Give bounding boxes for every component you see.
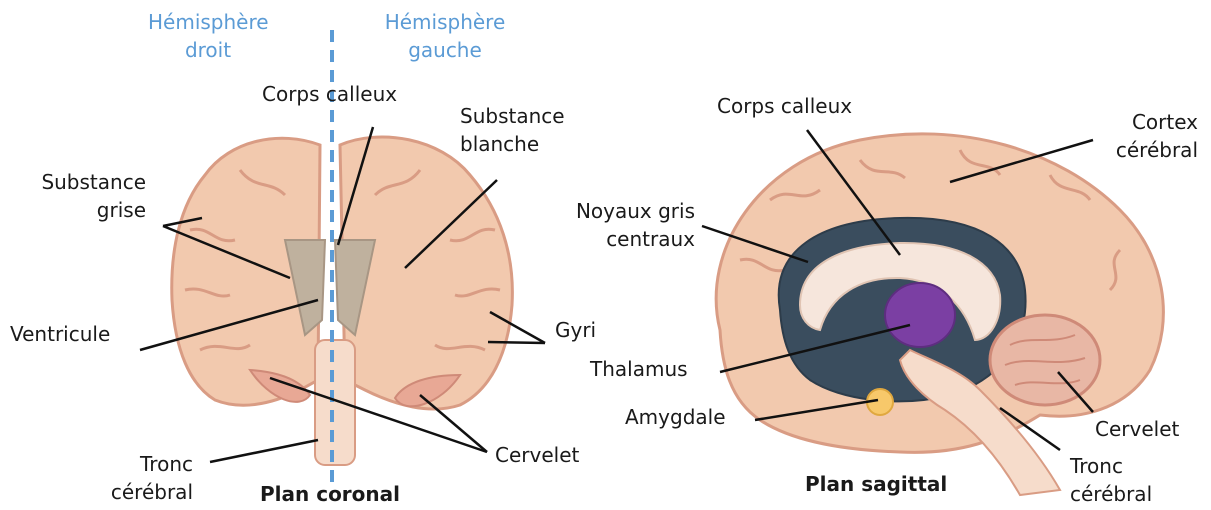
sagittal-tronc-label: Tronc cérébral <box>1070 452 1152 508</box>
coronal-substance-grise-label: Substance grise <box>20 168 146 224</box>
sagittal-thalamus-label: Thalamus <box>590 355 688 383</box>
sagittal-tronc-line2: cérébral <box>1070 480 1152 508</box>
substance-grise-line1: Substance <box>20 168 146 196</box>
coronal-plane-title: Plan coronal <box>260 480 400 508</box>
coronal-gyri-label: Gyri <box>555 316 596 344</box>
hemisphere-left-line1: Hémisphère <box>375 8 515 36</box>
cortex-line1: Cortex <box>1090 108 1198 136</box>
cortex-line2: cérébral <box>1090 136 1198 164</box>
hemisphere-left-line2: gauche <box>375 36 515 64</box>
hemisphere-left-label: Hémisphère gauche <box>375 8 515 64</box>
sagittal-amygdale-label: Amygdale <box>625 403 726 431</box>
sagittal-plane-title: Plan sagittal <box>805 470 947 498</box>
noyaux-line1: Noyaux gris <box>540 197 695 225</box>
hemisphere-right-line2: droit <box>148 36 268 64</box>
coronal-tronc-label: Tronc cérébral <box>85 450 193 506</box>
sagittal-tronc-line1: Tronc <box>1070 452 1152 480</box>
substance-blanche-line1: Substance <box>460 102 565 130</box>
substance-grise-line2: grise <box>20 196 146 224</box>
coronal-tronc-line1: Tronc <box>85 450 193 478</box>
sagittal-cervelet-label: Cervelet <box>1095 415 1179 443</box>
hemisphere-right-line1: Hémisphère <box>148 8 268 36</box>
hemisphere-right-label: Hémisphère droit <box>148 8 268 64</box>
coronal-ventricule-label: Ventricule <box>10 320 110 348</box>
coronal-brain <box>172 137 513 465</box>
sagittal-cortex-label: Cortex cérébral <box>1090 108 1198 164</box>
noyaux-line2: centraux <box>540 225 695 253</box>
coronal-substance-blanche-label: Substance blanche <box>460 102 565 158</box>
coronal-cervelet-label: Cervelet <box>495 441 579 469</box>
sagittal-corps-calleux-label: Corps calleux <box>717 92 852 120</box>
sagittal-noyaux-label: Noyaux gris centraux <box>540 197 695 253</box>
substance-blanche-line2: blanche <box>460 130 565 158</box>
coronal-corps-calleux-label: Corps calleux <box>262 80 397 108</box>
coronal-tronc-line2: cérébral <box>85 478 193 506</box>
